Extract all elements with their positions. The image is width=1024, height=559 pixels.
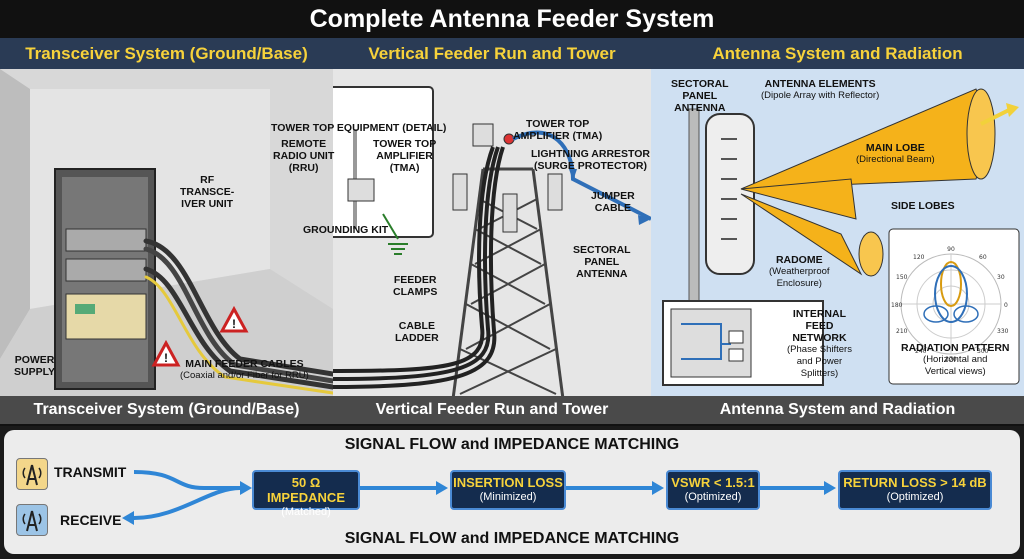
detail-title: TOWER TOP EQUIPMENT (DETAIL) xyxy=(271,122,447,134)
flow-box-insertion-loss: INSERTION LOSS (Minimized) xyxy=(450,470,566,510)
radiation-pattern-inset xyxy=(888,228,1020,385)
polar-angle-label: 90 xyxy=(947,246,955,253)
label-clamps: FEEDER CLAMPS xyxy=(393,274,438,298)
sectoral-panel-antenna xyxy=(705,113,755,275)
main-feeder-cables xyxy=(143,238,333,395)
vertical-feeder xyxy=(333,146,505,389)
label-rru: REMOTE RADIO UNIT (RRU) xyxy=(273,138,335,174)
panel-header-transceiver: Transceiver System (Ground/Base) xyxy=(0,38,333,69)
label-sectoral-antenna: SECTORAL PANEL ANTENNA xyxy=(671,78,729,114)
tower-antenna-right xyxy=(547,173,563,211)
transmit-label: TRANSMIT xyxy=(54,464,127,480)
panel-footer-tower: Vertical Feeder Run and Tower xyxy=(333,396,651,424)
page-title: Complete Antenna Feeder System xyxy=(0,0,1024,38)
label-radiation-pattern: RADIATION PATTERN (Horizontal and Vertic… xyxy=(901,342,1010,377)
warning-sign-icon xyxy=(151,339,181,367)
side-lobe xyxy=(740,178,857,220)
label-ladder: CABLE LADDER xyxy=(395,320,439,344)
label-power-supply: POWER SUPPLY xyxy=(14,354,56,378)
antenna-illustration: 90 60 30 0 330 300 270 240 210 180 150 1… xyxy=(662,88,1020,386)
panel-footer-transceiver: Transceiver System (Ground/Base) xyxy=(0,396,333,424)
polar-angle-label: 300 xyxy=(977,348,989,355)
polar-angle-label: 210 xyxy=(896,328,908,335)
panel-header-tower: Vertical Feeder Run and Tower xyxy=(333,38,651,69)
transceiver-illustration: ! ! xyxy=(0,69,333,399)
label-jumper: JUMPER CABLE xyxy=(591,190,635,214)
svg-text:!: ! xyxy=(164,351,168,365)
main-lobe xyxy=(740,88,992,190)
power-supply-box xyxy=(65,293,147,340)
label-radome: RADOME (Weatherproof Enclosure) xyxy=(769,254,830,289)
tower-antenna-left xyxy=(452,173,468,211)
label-feed-network: INTERNAL FEED NETWORK (Phase Shifters an… xyxy=(787,308,852,379)
polar-angle-label: 330 xyxy=(997,328,1009,335)
flow-box-vswr: VSWR < 1.5:1 (Optimized) xyxy=(666,470,760,510)
signal-flow-section: SIGNAL FLOW and IMPEDANCE MATCHING TRANS… xyxy=(0,426,1024,559)
receive-label: RECEIVE xyxy=(60,512,122,528)
label-arrestor: LIGHTNING ARRESTOR (SURGE PROTECTOR) xyxy=(531,148,651,172)
label-main-feeder: MAIN FEEDER CABLES (Coaxial and/or Fiber… xyxy=(180,358,309,381)
tma-unit xyxy=(347,178,375,202)
label-grounding: GROUNDING KIT xyxy=(303,224,389,236)
polar-angle-label: 180 xyxy=(891,302,903,309)
label-antenna-elements: ANTENNA ELEMENTS (Dipole Array with Refl… xyxy=(761,78,880,101)
warning-sign-icon xyxy=(219,305,249,333)
receive-tower-icon xyxy=(16,504,48,536)
label-tma: TOWER TOP AMPLIFIER (TMA) xyxy=(513,118,603,142)
polar-angle-label: 60 xyxy=(979,254,987,261)
panel-antenna: Antenna System and Radiation xyxy=(651,38,1024,424)
tower-illustration xyxy=(333,86,651,399)
tower-antenna-center xyxy=(502,193,518,233)
side-lobe xyxy=(740,193,863,276)
flow-box-return-loss: RETURN LOSS > 14 dB (Optimized) xyxy=(838,470,992,510)
equipment-rack xyxy=(54,168,156,390)
polar-angle-label: 120 xyxy=(913,254,925,261)
panel-header-antenna: Antenna System and Radiation xyxy=(651,38,1024,69)
ground-symbol-icon xyxy=(388,243,408,255)
label-rf-unit: RF TRANSCE- IVER UNIT xyxy=(180,174,235,210)
polar-angle-label: 0 xyxy=(1004,302,1008,309)
label-detail-tma: TOWER TOP AMPLIFIER (TMA) xyxy=(373,138,437,174)
svg-text:!: ! xyxy=(232,317,236,331)
transmit-tower-icon xyxy=(16,458,48,490)
flow-arrows xyxy=(122,470,836,525)
polar-angle-label: 30 xyxy=(997,274,1005,281)
polar-angle-label: 150 xyxy=(896,274,908,281)
panel-tower: Vertical Feeder Run and Tower xyxy=(271,38,651,424)
label-main-lobe: MAIN LOBE (Directional Beam) xyxy=(856,142,935,165)
signal-flow-footer: SIGNAL FLOW and IMPEDANCE MATCHING xyxy=(344,530,680,547)
signal-flow-title: SIGNAL FLOW and IMPEDANCE MATCHING xyxy=(344,436,680,453)
tma-box xyxy=(472,123,494,147)
flow-box-impedance: 50 Ω IMPEDANCE (Matched) xyxy=(252,470,360,518)
polar-angle-label: 240 xyxy=(915,348,927,355)
panel-footer-antenna: Antenna System and Radiation xyxy=(651,396,1024,424)
label-sectoral-tower: SECTORAL PANEL ANTENNA xyxy=(573,244,631,280)
polar-plot xyxy=(900,253,1002,355)
label-side-lobes: SIDE LOBES xyxy=(891,200,955,212)
panel-transceiver: Transceiver System (Ground/Base) xyxy=(0,38,333,424)
polar-angle-label: 270 xyxy=(945,356,957,363)
